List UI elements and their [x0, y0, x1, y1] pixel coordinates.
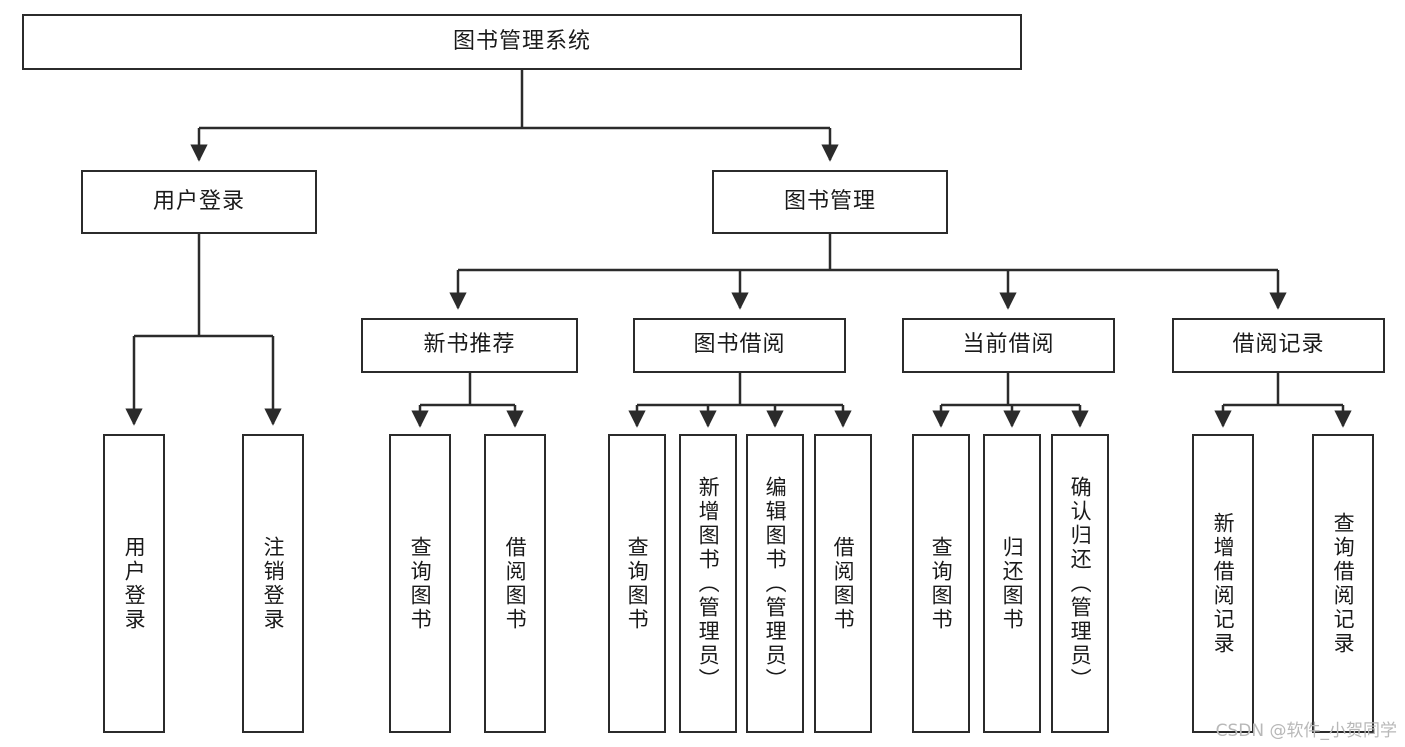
- node-leaf-logout[interactable]: 注销登录: [242, 434, 304, 733]
- node-leaf-edit-book-label: 编辑图书（管理员）: [763, 475, 788, 692]
- node-leaf-query-book-borrow-label: 查询图书: [625, 535, 650, 632]
- node-borrow-record[interactable]: 借阅记录: [1172, 318, 1385, 373]
- node-leaf-borrow-book-recommend-label: 借阅图书: [503, 535, 528, 632]
- node-leaf-query-book-current-label: 查询图书: [929, 535, 954, 632]
- node-leaf-user-login-label: 用户登录: [122, 535, 147, 632]
- node-leaf-logout-label: 注销登录: [261, 535, 286, 632]
- node-leaf-query-borrow-record[interactable]: 查询借阅记录: [1312, 434, 1374, 733]
- node-leaf-add-book-label: 新增图书（管理员）: [696, 475, 721, 692]
- node-book-management[interactable]: 图书管理: [712, 170, 948, 234]
- node-leaf-query-book-current[interactable]: 查询图书: [912, 434, 970, 733]
- node-current-borrow-label: 当前借阅: [962, 332, 1055, 358]
- node-leaf-user-login[interactable]: 用户登录: [103, 434, 165, 733]
- node-book-management-label: 图书管理: [783, 188, 876, 214]
- node-leaf-query-book-recommend[interactable]: 查询图书: [389, 434, 451, 733]
- node-leaf-return-book-label: 归还图书: [1000, 535, 1025, 632]
- node-leaf-add-borrow-record-label: 新增借阅记录: [1211, 511, 1236, 656]
- node-root[interactable]: 图书管理系统: [22, 14, 1022, 70]
- node-borrow-record-label: 借阅记录: [1232, 332, 1325, 358]
- node-current-borrow[interactable]: 当前借阅: [902, 318, 1115, 373]
- node-leaf-return-book[interactable]: 归还图书: [983, 434, 1041, 733]
- node-user-login[interactable]: 用户登录: [81, 170, 317, 234]
- node-leaf-query-borrow-record-label: 查询借阅记录: [1331, 511, 1356, 656]
- node-leaf-add-book[interactable]: 新增图书（管理员）: [679, 434, 737, 733]
- node-book-borrow[interactable]: 图书借阅: [633, 318, 846, 373]
- node-leaf-borrow-book-label: 借阅图书: [831, 535, 856, 632]
- node-leaf-borrow-book[interactable]: 借阅图书: [814, 434, 872, 733]
- node-leaf-borrow-book-recommend[interactable]: 借阅图书: [484, 434, 546, 733]
- node-user-login-label: 用户登录: [152, 188, 245, 214]
- node-leaf-add-borrow-record[interactable]: 新增借阅记录: [1192, 434, 1254, 733]
- node-root-label: 图书管理系统: [452, 28, 591, 54]
- node-book-borrow-label: 图书借阅: [693, 332, 786, 358]
- node-leaf-confirm-return[interactable]: 确认归还（管理员）: [1051, 434, 1109, 733]
- csdn-watermark: CSDN @软件_小贺同学: [1215, 721, 1397, 741]
- node-leaf-query-book-recommend-label: 查询图书: [408, 535, 433, 632]
- node-leaf-edit-book[interactable]: 编辑图书（管理员）: [746, 434, 804, 733]
- node-new-book-recommend-label: 新书推荐: [423, 332, 516, 358]
- node-leaf-query-book-borrow[interactable]: 查询图书: [608, 434, 666, 733]
- node-new-book-recommend[interactable]: 新书推荐: [361, 318, 578, 373]
- node-leaf-confirm-return-label: 确认归还（管理员）: [1068, 475, 1093, 692]
